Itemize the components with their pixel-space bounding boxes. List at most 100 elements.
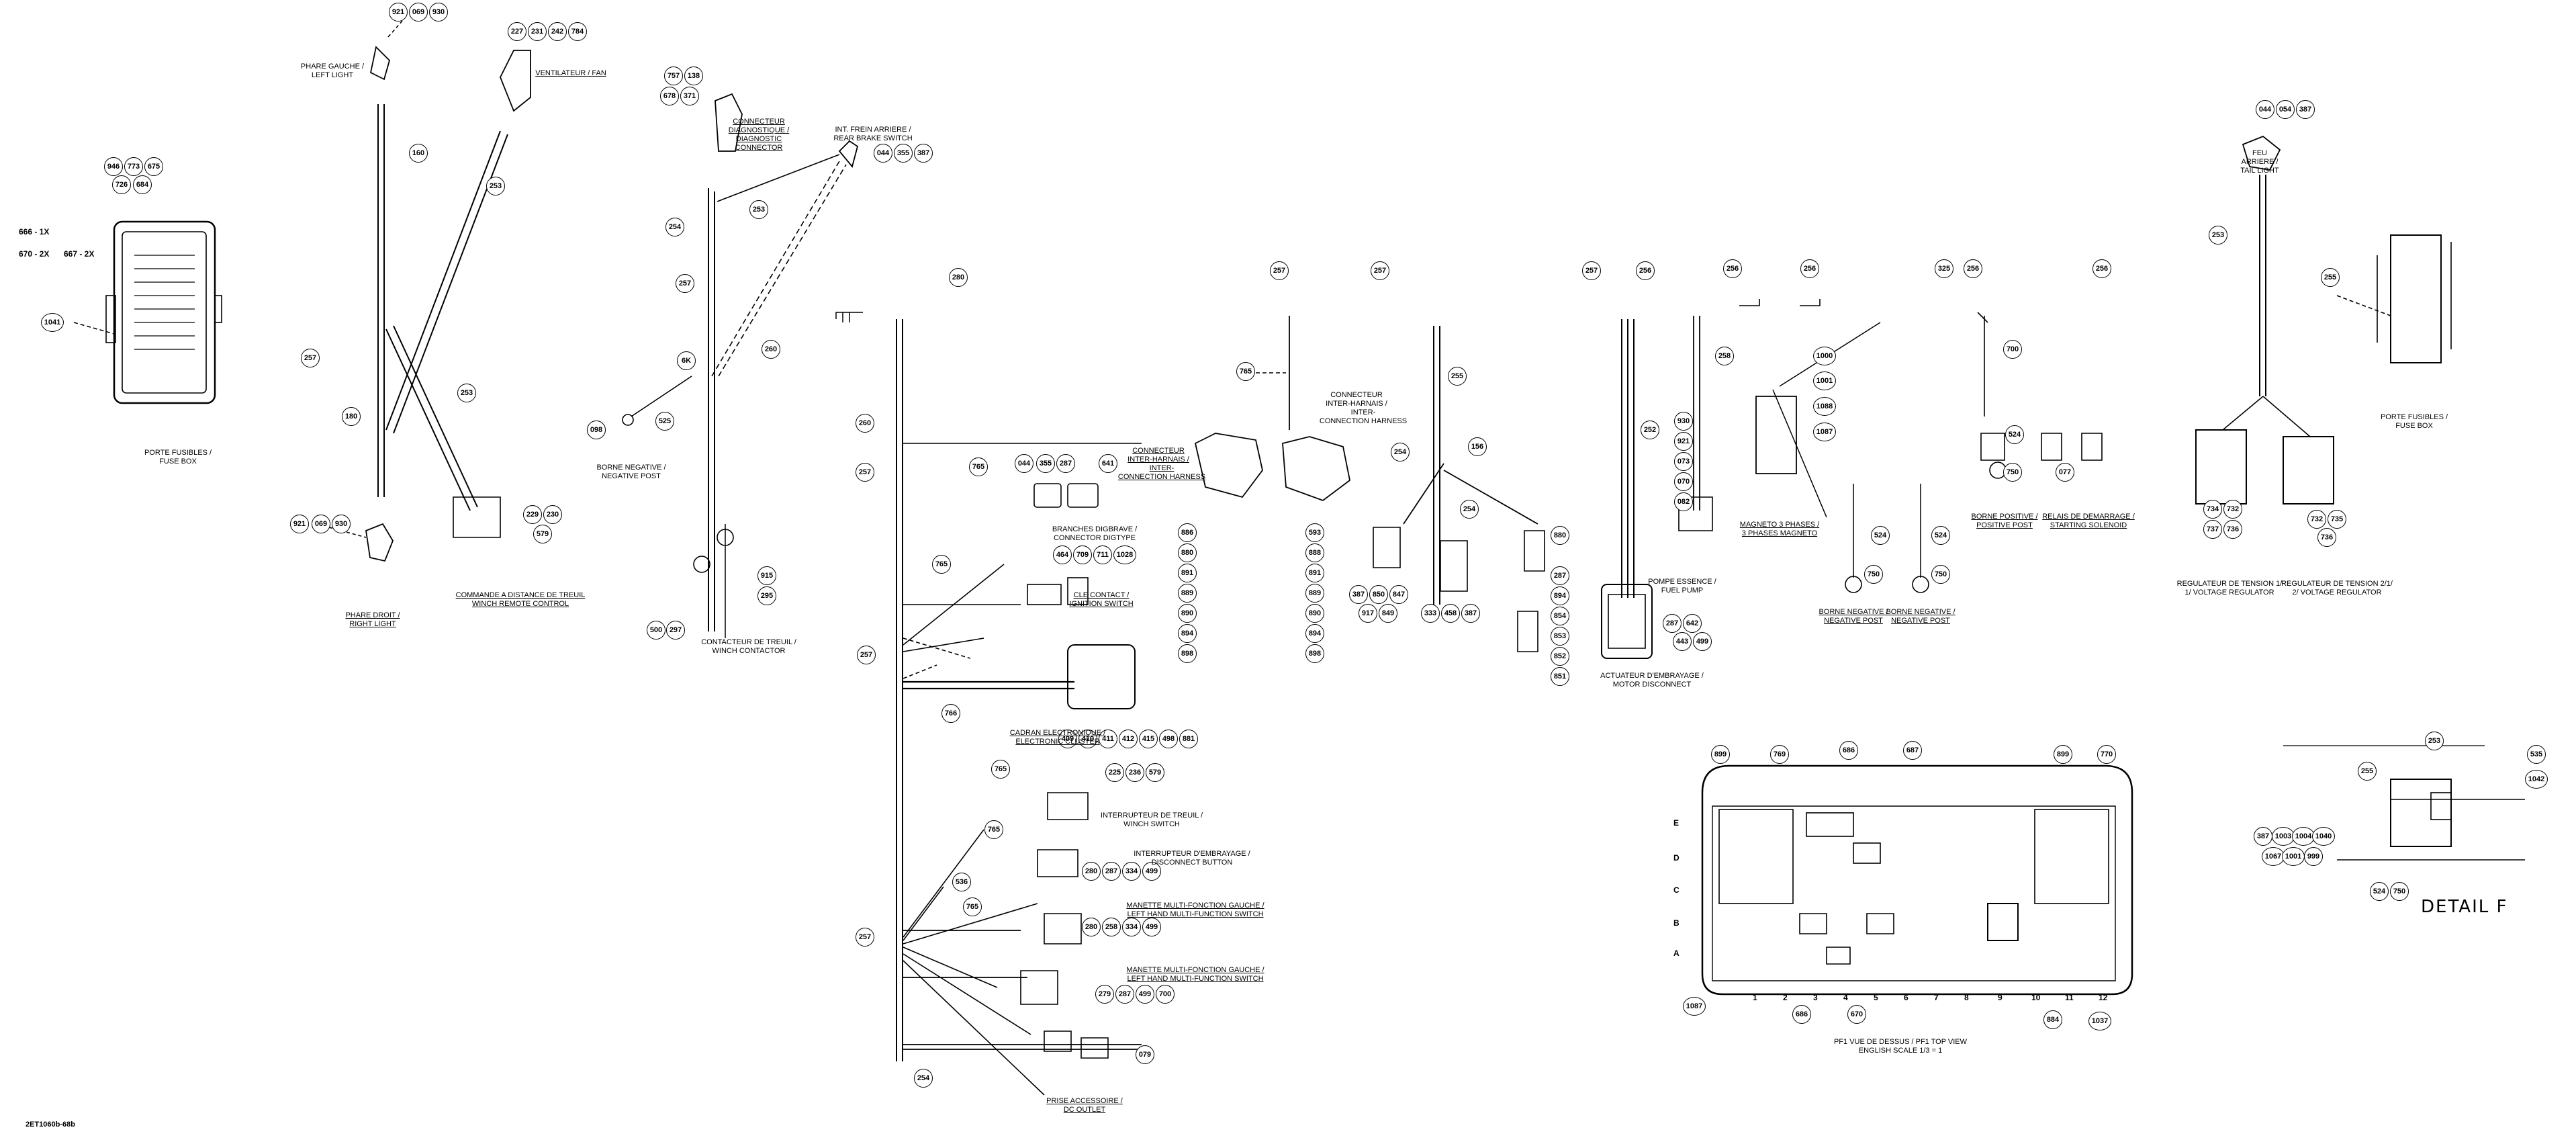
- callout-bubble: 254: [914, 1069, 933, 1088]
- grid-marker: 4: [1843, 993, 1848, 1002]
- callout-bubble: 387: [2254, 827, 2272, 846]
- callout-bubble: 765: [969, 457, 988, 476]
- callout-bubble: 333: [1421, 604, 1440, 623]
- callout-bubble: 044: [874, 144, 892, 163]
- component-label: CONTACTEUR DE TREUIL /WINCH CONTACTOR: [701, 638, 796, 655]
- callout-bubble: 231: [528, 22, 547, 41]
- callout-bubble: 736: [2317, 528, 2336, 547]
- component-label: BORNE NEGATIVE /NEGATIVE POST: [596, 464, 666, 480]
- diagnostic-harness: [622, 93, 859, 638]
- callout-bubble: 750: [1864, 565, 1883, 584]
- callout-bubble: 773: [124, 157, 143, 176]
- callout-bubble: 253: [749, 200, 768, 219]
- callout-bubble: 1000: [1813, 347, 1836, 365]
- callout-bubble: 880: [1551, 526, 1569, 545]
- callout-bubble: 054: [2276, 100, 2295, 119]
- callout-bubble: 256: [1964, 259, 1982, 278]
- callout-bubble: 765: [932, 555, 951, 574]
- callout-bubble: 258: [1715, 347, 1734, 365]
- callout-bubble: 641: [1099, 454, 1117, 473]
- component-label: PRISE ACCESSOIRE /DC OUTLET: [1046, 1097, 1123, 1114]
- grid-marker: 667 - 2X: [64, 249, 95, 259]
- callout-bubble: 098: [587, 421, 606, 439]
- callout-bubble: 499: [1142, 862, 1161, 881]
- callout-bubble: 069: [312, 515, 330, 533]
- callout-bubble: 726: [112, 175, 131, 194]
- callout-bubble: 280: [949, 268, 968, 287]
- callout-bubble: 675: [144, 157, 163, 176]
- callout-bubble: 256: [1800, 259, 1819, 278]
- callout-bubble: 464: [1053, 545, 1072, 564]
- grid-marker: 2: [1783, 993, 1788, 1002]
- callout-bubble: 769: [1770, 745, 1789, 764]
- component-label: INTERRUPTEUR DE TREUIL /WINCH SWITCH: [1100, 811, 1203, 828]
- callout-bubble: 254: [1391, 443, 1410, 462]
- callout-bubble: 899: [1711, 745, 1730, 764]
- grid-marker: 666 - 1X: [19, 227, 50, 236]
- callout-bubble: 898: [1178, 644, 1197, 663]
- callout-bubble: 525: [655, 412, 674, 431]
- callout-bubble: 687: [1903, 741, 1922, 760]
- callout-bubble: 256: [2092, 259, 2111, 278]
- callout-bubble: 1001: [2282, 847, 2305, 866]
- callout-bubble: 077: [2056, 463, 2074, 482]
- callout-bubble: 498: [1159, 730, 1178, 748]
- callout-bubble: 1041: [41, 313, 64, 332]
- main-trunk-harness: [835, 312, 1142, 1096]
- callout-bubble: 227: [508, 22, 526, 41]
- callout-bubble: 888: [1305, 543, 1324, 562]
- callout-bubble: 257: [857, 646, 876, 664]
- grid-marker: 1: [1753, 993, 1757, 1002]
- callout-bubble: 593: [1305, 523, 1324, 542]
- component-label: BORNE NEGATIVE /NEGATIVE POST: [1819, 608, 1888, 625]
- callout-bubble: 765: [984, 820, 1003, 839]
- callout-bubble: 890: [1305, 604, 1324, 623]
- callout-bubble: 253: [486, 177, 505, 195]
- grid-marker: A: [1673, 949, 1680, 958]
- callout-bubble: 387: [1349, 585, 1368, 604]
- callout-bubble: 770: [2097, 745, 2116, 764]
- component-label: TAIL LIGHT: [2240, 167, 2279, 175]
- callout-bubble: 236: [1125, 763, 1144, 782]
- callout-bubble: 252: [1641, 421, 1659, 439]
- callout-bubble: 736: [2223, 520, 2242, 539]
- callout-bubble: 899: [2054, 745, 2072, 764]
- component-label: RELAIS DE DEMARRAGE /STARTING SOLENOID: [2042, 513, 2135, 529]
- callout-bubble: 784: [568, 22, 587, 41]
- callout-bubble: 258: [1102, 918, 1121, 936]
- component-label: INTER-CONNECTION HARNESS: [1117, 464, 1206, 481]
- callout-bubble: 260: [856, 414, 874, 433]
- callout-bubble: 409: [1058, 730, 1077, 748]
- callout-bubble: 524: [2005, 425, 2024, 444]
- callout-bubble: 921: [1674, 432, 1693, 451]
- grid-marker: 10: [2031, 993, 2041, 1002]
- component-label: MANETTE MULTI-FONCTION GAUCHE /LEFT HAND…: [1126, 966, 1264, 983]
- callout-bubble: 253: [2209, 226, 2227, 245]
- callout-bubble: 355: [1036, 454, 1055, 473]
- callout-bubble: 280: [1082, 862, 1101, 881]
- component-label: PHARE DROIT /RIGHT LIGHT: [345, 611, 400, 628]
- callout-bubble: 686: [1792, 1005, 1811, 1024]
- callout-bubble: 851: [1551, 667, 1569, 686]
- callout-bubble: 280: [1082, 918, 1101, 936]
- callout-bubble: 500: [647, 621, 665, 640]
- callout-bubble: 750: [1931, 565, 1950, 584]
- callout-bubble: 458: [1441, 604, 1460, 623]
- callout-bubble: 6K: [677, 351, 696, 370]
- callout-bubble: 670: [1847, 1005, 1866, 1024]
- callout-bubble: 287: [1102, 862, 1121, 881]
- callout-bubble: 930: [1674, 412, 1693, 431]
- callout-bubble: 257: [301, 349, 320, 367]
- callout-bubble: 257: [1371, 261, 1389, 280]
- callout-bubble: 1087: [1813, 423, 1836, 441]
- callout-bubble: 765: [991, 760, 1010, 779]
- callout-bubble: 325: [1935, 259, 1953, 278]
- callout-bubble: 160: [409, 144, 428, 163]
- callout-bubble: 230: [543, 505, 562, 524]
- component-label: BORNE POSITIVE /POSITIVE POST: [1971, 513, 2038, 529]
